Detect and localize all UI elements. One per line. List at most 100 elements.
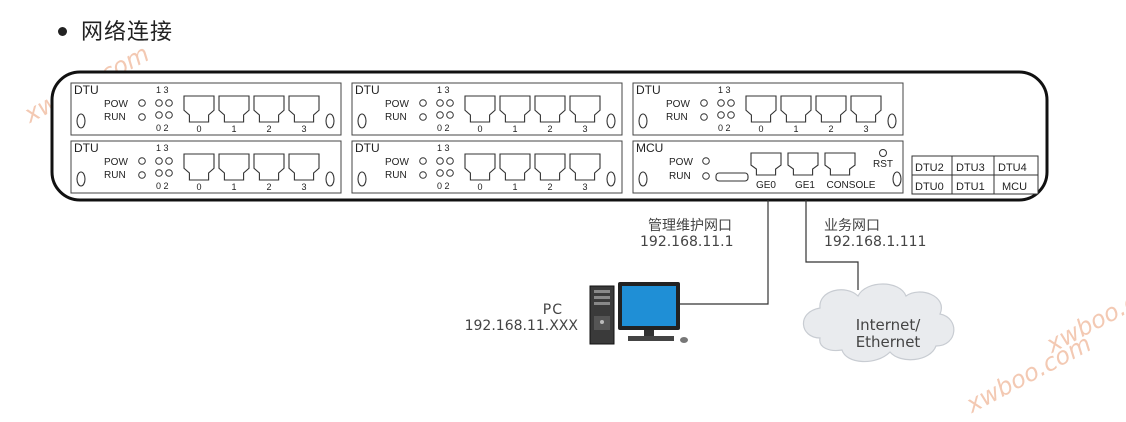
rj45-port-icon (745, 95, 777, 123)
led-bottom-label: 0 2 (718, 123, 731, 133)
heading-text: 网络连接 (81, 20, 174, 45)
port-number-label: 0 (477, 124, 482, 134)
pow-label: POW (385, 157, 409, 168)
mount-hole-icon (357, 171, 367, 187)
mount-hole-icon (606, 171, 616, 187)
led-icon (155, 169, 163, 177)
mount-hole-icon (325, 113, 335, 129)
mount-hole-icon (887, 113, 897, 129)
led-icon (138, 157, 146, 165)
rj45-port-icon (183, 153, 215, 181)
led-icon (436, 111, 444, 119)
run-label: RUN (666, 112, 688, 123)
rj45-port-icon (183, 95, 215, 123)
led-icon (155, 157, 163, 165)
console-label: CONSOLE (827, 180, 876, 191)
dtu-label: DTU (636, 83, 661, 97)
slot-dtu2: DTU2 (915, 162, 944, 174)
mgmt-port-ip: 192.168.11.1 (640, 234, 734, 250)
pow-label: POW (666, 99, 690, 110)
port-number-label: 1 (512, 182, 517, 192)
mount-hole-icon (606, 113, 616, 129)
led-icon (138, 99, 146, 107)
port-number-label: 2 (266, 124, 271, 134)
mount-hole-icon (76, 113, 86, 129)
mgmt-port-label: 管理维护网口 (648, 218, 732, 234)
pc-ip: 192.168.11.XXX (465, 318, 579, 334)
port-number-label: 0 (196, 182, 201, 192)
mcu-label: MCU (636, 141, 663, 155)
rj45-port-icon (850, 95, 882, 123)
rj45-port-icon (569, 153, 601, 181)
led-bottom-label: 0 2 (156, 123, 169, 133)
led-icon (700, 99, 708, 107)
usb-port-icon (715, 172, 749, 182)
port-number-label: 2 (266, 182, 271, 192)
rj45-port-icon (464, 153, 496, 181)
port-number-label: 1 (793, 124, 798, 134)
biz-port-label: 业务网口 (824, 218, 880, 234)
led-icon (702, 157, 710, 165)
rj45-port-icon (253, 153, 285, 181)
rj45-port-icon (780, 95, 812, 123)
port-number-label: 2 (828, 124, 833, 134)
led-icon (436, 157, 444, 165)
mount-hole-icon (638, 171, 648, 187)
mount-hole-icon (357, 113, 367, 129)
rj45-port-icon (218, 95, 250, 123)
mount-hole-icon (892, 171, 902, 187)
ge0-label: GE0 (756, 180, 776, 191)
slot-dtu0: DTU0 (915, 181, 944, 193)
pc-tower-icon (589, 285, 615, 345)
ge1-label: GE1 (795, 180, 815, 191)
rj45-port-icon (218, 153, 250, 181)
rj45-port-icon (787, 152, 819, 176)
led-bottom-label: 0 2 (437, 123, 450, 133)
led-icon (436, 169, 444, 177)
led-icon (446, 157, 454, 165)
run-label: RUN (385, 112, 407, 123)
dtu-label: DTU (355, 83, 380, 97)
led-icon (436, 99, 444, 107)
monitor-icon (618, 282, 688, 343)
led-icon (419, 171, 427, 179)
led-icon (702, 172, 710, 180)
bullet-icon (58, 26, 67, 36)
led-icon (138, 113, 146, 121)
dtu-label: DTU (74, 83, 99, 97)
led-icon (727, 99, 735, 107)
led-icon (446, 111, 454, 119)
run-label: RUN (104, 170, 126, 181)
port-number-label: 0 (196, 124, 201, 134)
rj45-port-icon (534, 153, 566, 181)
led-icon (155, 99, 163, 107)
slot-map: DTU2 DTU3 DTU4 DTU0 DTU1 MCU (911, 155, 1039, 195)
mount-hole-icon (76, 171, 86, 187)
dtu-label: DTU (355, 141, 380, 155)
led-top-label: 1 3 (156, 85, 169, 95)
led-icon (717, 99, 725, 107)
port-number-label: 1 (231, 182, 236, 192)
mount-hole-icon (325, 171, 335, 187)
cloud-text-line2: Ethernet (856, 333, 921, 351)
led-icon (446, 99, 454, 107)
mgmt-cable (680, 200, 769, 305)
port-number-label: 1 (231, 124, 236, 134)
rj45-port-icon (464, 95, 496, 123)
dtu-label: DTU (74, 141, 99, 155)
port-number-label: 3 (582, 182, 587, 192)
rj45-port-icon (499, 153, 531, 181)
rst-button-icon (879, 149, 887, 157)
rj45-port-icon (534, 95, 566, 123)
port-number-label: 3 (863, 124, 868, 134)
cloud-text-line1: Internet/ (856, 316, 922, 334)
rj45-port-icon (569, 95, 601, 123)
led-icon (419, 99, 427, 107)
pow-label: POW (104, 157, 128, 168)
